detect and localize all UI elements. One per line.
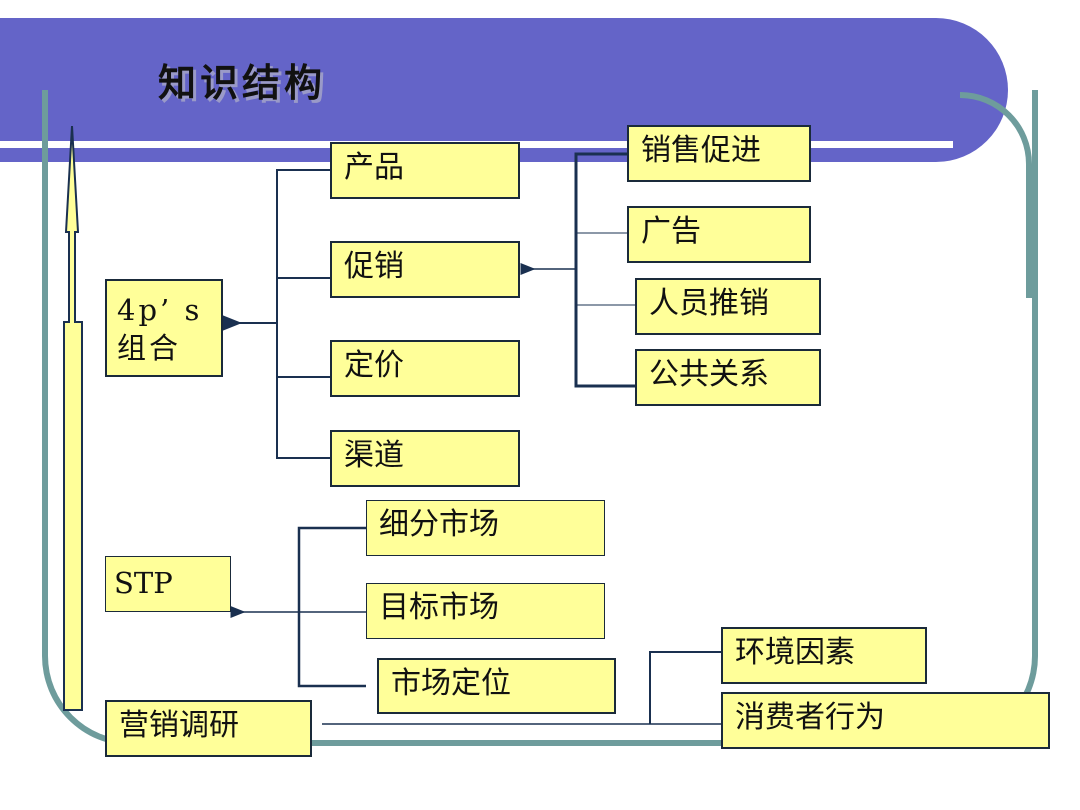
node-pricing: 定价 — [330, 340, 520, 397]
node-environment: 环境因素 — [721, 627, 927, 684]
edge-environment — [649, 651, 722, 724]
node-public-relations: 公共关系 — [635, 349, 821, 406]
node-targeting: 目标市场 — [366, 583, 605, 639]
edge-product — [276, 169, 330, 459]
node-stp: STP — [105, 556, 231, 612]
node-positioning: 市场定位 — [377, 658, 616, 714]
node-advertising: 广告 — [627, 206, 811, 263]
node-channel: 渠道 — [330, 430, 520, 487]
node-sales-promotion: 销售促进 — [627, 125, 811, 182]
title-banner — [0, 18, 1008, 162]
node-personal-selling: 人员推销 — [635, 278, 821, 335]
node-segmentation: 细分市场 — [366, 500, 605, 556]
node-promotion: 促销 — [330, 241, 520, 298]
slide-title: 知识结构 — [158, 61, 327, 105]
node-marketing-research: 营销调研 — [105, 700, 312, 757]
node-4ps-mix: 4p’ s 组合 — [105, 279, 223, 377]
node-product: 产品 — [330, 142, 520, 199]
edge-segmentation — [297, 526, 366, 688]
node-consumer-behavior: 消费者行为 — [721, 692, 1050, 749]
edge-sales-promotion — [574, 152, 635, 388]
up-arrow-icon — [63, 125, 83, 711]
